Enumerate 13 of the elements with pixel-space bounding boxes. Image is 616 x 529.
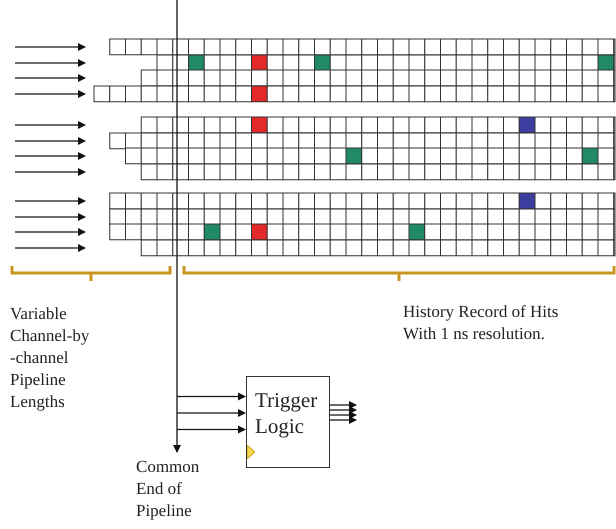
block-title: Trigger Logic: [255, 387, 318, 439]
arrow: [177, 426, 246, 434]
arrow: [330, 411, 357, 419]
logic-block: [246, 376, 330, 468]
arrow: [173, 0, 181, 453]
pipeline-end-label: Common End of Pipeline: [136, 456, 216, 522]
arrow: [177, 409, 246, 417]
note-text: Variable Channel-by -channel Pipeline Lengths: [10, 303, 90, 413]
arrow: [330, 401, 357, 409]
note-text: History Record of Hits With 1 ns resolution.: [403, 301, 560, 345]
arrow: [330, 416, 357, 424]
arrow: [330, 406, 357, 414]
arrow: [177, 392, 246, 400]
